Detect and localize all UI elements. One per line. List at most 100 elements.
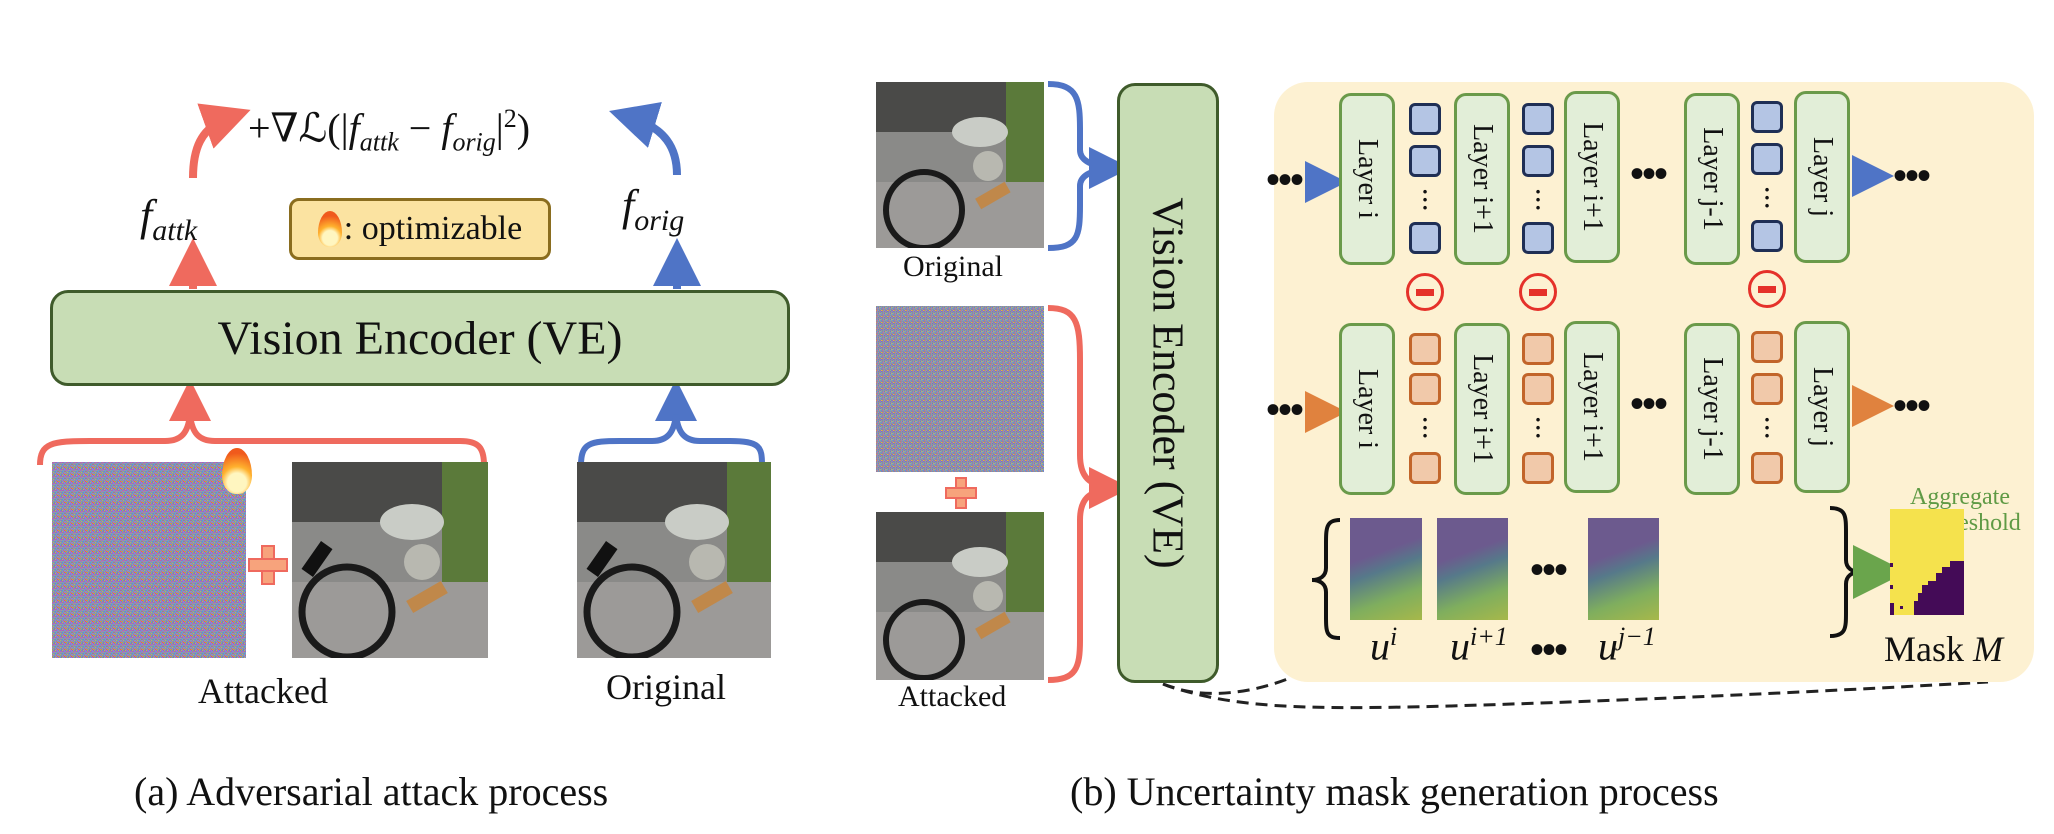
f-attk-label: fattk xyxy=(140,190,197,248)
token-blue xyxy=(1522,222,1554,254)
u-i-label: ui xyxy=(1370,622,1397,669)
u-base: u xyxy=(1370,623,1390,669)
mask-image xyxy=(1890,509,1964,615)
layer-bottom-5: Layer j xyxy=(1794,321,1850,493)
dashed-zoom-link-bottom xyxy=(1162,680,1989,710)
equation-f-orig: f xyxy=(441,105,453,151)
ellipsis-bottom-right: ••• xyxy=(1893,383,1931,428)
ellipsis-u-labels: ••• xyxy=(1530,627,1568,672)
original-label-b: Original xyxy=(903,250,1003,283)
token-blue xyxy=(1751,143,1783,175)
motorcycle-image-b-original xyxy=(876,82,1044,248)
f-attk-sub: attk xyxy=(152,213,198,247)
equation-f-attk-sub: attk xyxy=(359,127,399,157)
equation-f-orig-sub: orig xyxy=(452,127,496,157)
layer-label: Layer i xyxy=(1352,368,1383,450)
token-ellipsis: ··· xyxy=(1534,179,1542,220)
equation-prefix: +∇ℒ(| xyxy=(248,105,349,151)
layer-label: Layer i+1 xyxy=(1577,122,1608,232)
u-base: u xyxy=(1450,623,1470,669)
token-ellipsis: ··· xyxy=(1421,179,1429,220)
layer-top-3: Layer i+1 xyxy=(1564,91,1620,263)
token-orange xyxy=(1409,373,1441,405)
token-orange xyxy=(1751,373,1783,405)
f-attk-base: f xyxy=(140,191,153,240)
subtract-icon xyxy=(1406,273,1444,311)
uncertainty-map-i-plus-1 xyxy=(1437,518,1508,620)
u-base: u xyxy=(1598,623,1618,669)
equation-close: ) xyxy=(516,105,531,151)
u-sup: i xyxy=(1390,622,1398,651)
vision-encoder-a: Vision Encoder (VE) xyxy=(50,290,790,386)
layer-label: Layer i+1 xyxy=(1467,124,1498,234)
token-blue xyxy=(1409,222,1441,254)
token-blue xyxy=(1522,145,1554,177)
ellipsis-bottom-left: ••• xyxy=(1266,387,1304,432)
uncertainty-map-j-minus-1 xyxy=(1588,518,1659,620)
plus-icon xyxy=(945,477,977,509)
layer-label: Layer i xyxy=(1352,138,1383,220)
u-maps-right-brace xyxy=(1829,506,1861,638)
equation-minus: − xyxy=(398,105,442,151)
subtract-icon xyxy=(1748,270,1786,308)
orig-to-loss-arrow xyxy=(609,102,681,176)
token-blue xyxy=(1751,220,1783,252)
mask-symbol: M xyxy=(1973,629,2003,669)
mask-label-text: Mask xyxy=(1884,629,1973,669)
aggregate-label-line1: Aggregate xyxy=(1910,484,2010,510)
layer-bottom-4: Layer j-1 xyxy=(1684,323,1740,495)
dashed-zoom-link-top xyxy=(1162,676,1291,695)
attacked-brace xyxy=(37,414,487,466)
loss-equation: +∇ℒ(|fattk − forig|2) xyxy=(248,104,530,157)
token-blue xyxy=(1409,145,1441,177)
layer-top-2: Layer i+1 xyxy=(1454,93,1510,265)
motorcycle-photo xyxy=(876,512,1044,680)
mask-label: Mask M xyxy=(1884,628,2003,670)
original-label-a: Original xyxy=(606,667,726,707)
layer-bottom-1: Layer i xyxy=(1339,323,1395,495)
adversarial-noise-image-a xyxy=(52,462,246,658)
optimizable-legend: : optimizable xyxy=(289,198,551,260)
u-j-minus-1-label: uj−1 xyxy=(1598,622,1656,669)
token-blue xyxy=(1409,103,1441,135)
uncertainty-map-i xyxy=(1350,518,1422,620)
token-orange xyxy=(1522,452,1554,484)
ellipsis-top-middle: ••• xyxy=(1630,151,1668,196)
fire-icon xyxy=(317,211,342,247)
f-orig-label: forig xyxy=(622,180,684,238)
u-maps-left-brace xyxy=(1311,518,1341,640)
token-orange xyxy=(1409,333,1441,365)
layer-label: Layer j xyxy=(1807,136,1838,218)
ellipsis-bottom-middle: ••• xyxy=(1630,381,1668,426)
motorcycle-photo xyxy=(292,462,488,658)
caption-a: (a) Adversarial attack process xyxy=(134,769,609,814)
f-orig-sub: orig xyxy=(634,203,685,237)
vision-encoder-b: Vision Encoder (VE) xyxy=(1117,83,1219,683)
token-orange xyxy=(1751,452,1783,484)
equation-f-attk: f xyxy=(348,105,360,151)
layer-label: Layer j-1 xyxy=(1697,127,1728,231)
optimizable-label: : optimizable xyxy=(343,210,523,247)
adversarial-noise-image-b xyxy=(876,306,1044,472)
ellipsis-u-maps: ••• xyxy=(1530,547,1568,592)
u-sup: j−1 xyxy=(1618,622,1656,651)
vision-encoder-a-label: Vision Encoder (VE) xyxy=(217,311,623,365)
token-ellipsis: ··· xyxy=(1763,177,1771,218)
layer-label: Layer j xyxy=(1807,366,1838,448)
motorcycle-photo xyxy=(577,462,771,658)
layer-top-4: Layer j-1 xyxy=(1684,93,1740,265)
token-ellipsis: ··· xyxy=(1421,407,1429,448)
layer-label: Layer j-1 xyxy=(1697,357,1728,461)
motorcycle-photo xyxy=(876,82,1044,248)
layer-label: Layer i+1 xyxy=(1467,354,1498,464)
layer-label: Layer i+1 xyxy=(1577,352,1608,462)
subtract-icon xyxy=(1519,273,1557,311)
attk-to-loss-arrow xyxy=(189,103,251,179)
layer-top-5: Layer j xyxy=(1794,91,1850,263)
u-sup: i+1 xyxy=(1470,622,1508,651)
mask-region xyxy=(1890,561,1964,615)
equation-abs-bar: | xyxy=(495,105,504,151)
attacked-label-b: Attacked xyxy=(898,680,1007,713)
